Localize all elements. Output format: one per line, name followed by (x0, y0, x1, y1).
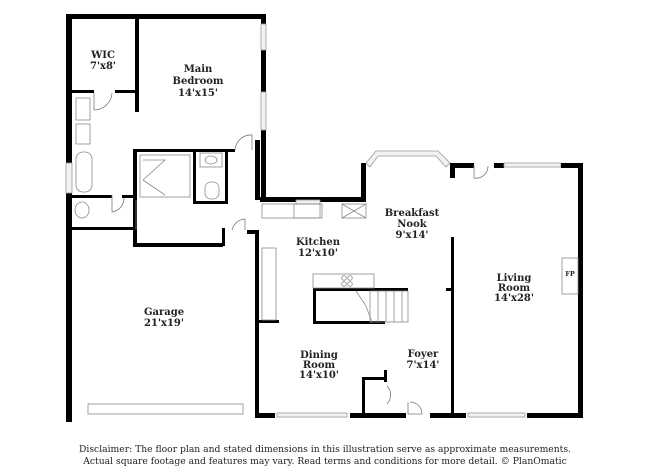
svg-text:14'x10': 14'x10' (299, 370, 339, 381)
room-label-foyer: Foyer 7'x14' (407, 349, 440, 371)
fireplace-label: FP (565, 270, 575, 278)
svg-text:7'x8': 7'x8' (90, 61, 116, 72)
svg-text:9'x14': 9'x14' (396, 230, 429, 241)
svg-text:Main: Main (184, 64, 213, 75)
room-label-garage: Garage 21'x19' (144, 307, 184, 329)
svg-text:Dining: Dining (300, 350, 338, 361)
svg-text:14'x15': 14'x15' (178, 88, 218, 99)
svg-text:Room: Room (498, 283, 531, 294)
room-label-breakfast-nook: Breakfast Nook 9'x14' (385, 208, 440, 241)
walls (66, 14, 583, 422)
svg-text:WIC: WIC (90, 50, 115, 61)
svg-text:7'x14': 7'x14' (407, 360, 440, 371)
svg-text:Kitchen: Kitchen (296, 237, 341, 248)
svg-text:Bedroom: Bedroom (173, 76, 224, 87)
svg-text:21'x19': 21'x19' (144, 318, 184, 329)
room-label-kitchen: Kitchen 12'x10' (296, 237, 341, 259)
room-label-main-bedroom: Main Bedroom 14'x15' (173, 64, 224, 99)
svg-text:Nook: Nook (397, 219, 427, 230)
doors (93, 92, 489, 415)
svg-text:Breakfast: Breakfast (385, 208, 440, 219)
svg-text:Foyer: Foyer (408, 349, 439, 360)
svg-text:Garage: Garage (144, 307, 184, 318)
room-label-dining-room: Dining Room 14'x10' (299, 350, 339, 381)
stairs (355, 290, 409, 323)
svg-text:Room: Room (303, 360, 336, 371)
bath-fixtures (74, 97, 579, 415)
disclaimer-line-2: Actual square footage and features may v… (83, 456, 567, 467)
room-label-wic: WIC 7'x8' (90, 50, 116, 72)
room-label-living-room: Living Room 14'x28' (494, 273, 534, 304)
svg-text:Living: Living (497, 273, 532, 284)
svg-text:14'x28': 14'x28' (494, 293, 534, 304)
disclaimer-line-1: Disclaimer: The floor plan and stated di… (79, 444, 571, 455)
svg-text:12'x10': 12'x10' (298, 248, 338, 259)
